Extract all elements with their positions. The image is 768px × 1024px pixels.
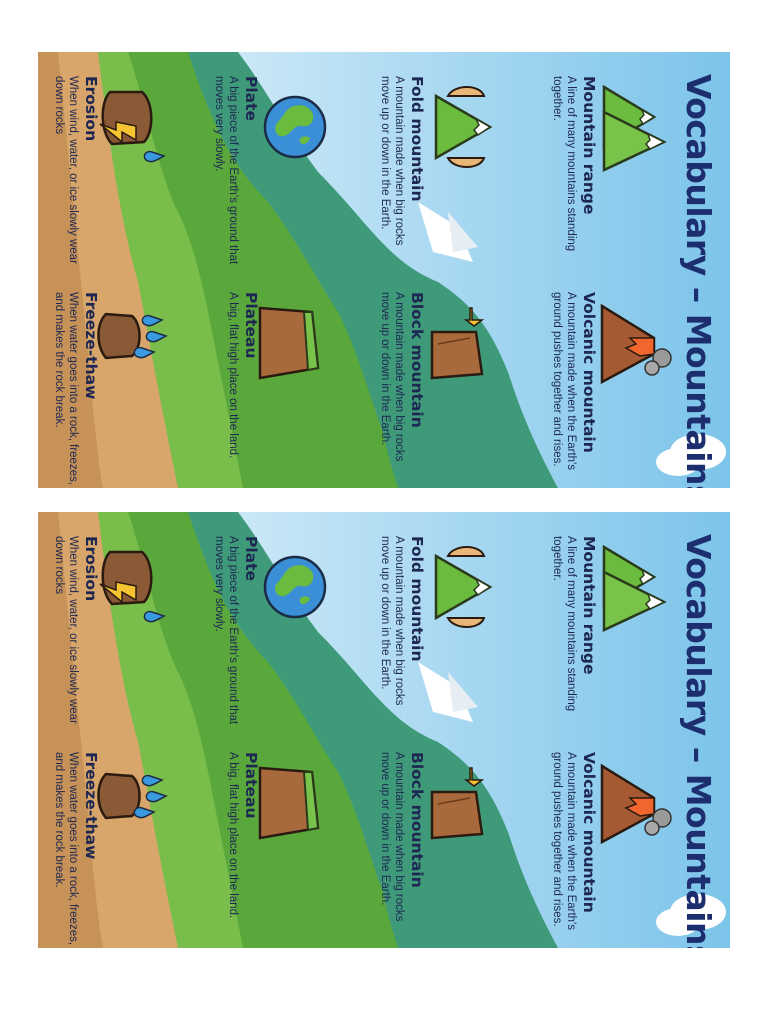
- term-label: Volcanic mountain: [580, 292, 598, 453]
- term-block-mountain: Block mountain A mountain made when big …: [378, 752, 426, 948]
- vocabulary-card-bottom: Vocabulary – Mountains Mountain range A …: [38, 512, 730, 948]
- term-label: Block mountain: [408, 292, 426, 428]
- term-label: Plateau: [242, 752, 260, 819]
- term-description: A big, flat high place on the land.: [227, 292, 239, 459]
- page-title: Vocabulary – Mountains: [679, 74, 718, 488]
- term-fold-mountain: Fold mountain A mountain made when big r…: [378, 536, 426, 736]
- term-description: When water goes into a rock, freezes, an…: [53, 292, 79, 486]
- term-freeze-thaw: Freeze-thaw When water goes into a rock,…: [52, 292, 100, 488]
- term-label: Plate: [242, 536, 260, 582]
- term-volcanic-mountain: Volcanic mountain A mountain made when t…: [550, 292, 598, 488]
- term-plate: Plate A big piece of the Earth's ground …: [212, 536, 260, 736]
- term-description: A mountain made when the Earth's ground …: [551, 292, 577, 470]
- term-plateau: Plateau A big, flat high place on the la…: [226, 292, 260, 488]
- term-label: Mountain range: [580, 76, 598, 215]
- block-mountain-icon: [430, 307, 485, 380]
- term-description: A mountain made when big rocks move up o…: [379, 536, 405, 706]
- term-plateau: Plateau A big, flat high place on the la…: [226, 752, 260, 948]
- term-label: Erosion: [82, 76, 100, 142]
- globe-icon: [263, 95, 327, 159]
- term-description: A big, flat high place on the land.: [227, 752, 239, 919]
- term-label: Erosion: [82, 536, 100, 602]
- term-volcanic-mountain: Volcanic mountain A mountain made when t…: [550, 752, 598, 948]
- term-label: Freeze-thaw: [82, 292, 100, 400]
- term-description: A big piece of the Earth's ground that m…: [213, 76, 239, 265]
- term-mountain-range: Mountain range A line of many mountains …: [550, 536, 598, 736]
- term-block-mountain: Block mountain A mountain made when big …: [378, 292, 426, 488]
- term-description: When water goes into a rock, freezes, an…: [53, 752, 79, 946]
- term-label: Freeze-thaw: [82, 752, 100, 860]
- term-description: A line of many mountains standing togeth…: [551, 536, 577, 712]
- term-label: Volcanic mountain: [580, 752, 598, 913]
- term-freeze-thaw: Freeze-thaw When water goes into a rock,…: [52, 752, 100, 948]
- term-description: A mountain made when big rocks move up o…: [379, 76, 405, 246]
- erosion-icon: [99, 90, 166, 163]
- mountain-range-icon: [602, 544, 667, 632]
- term-description: When wind, water, or ice slowly wear dow…: [53, 76, 79, 264]
- term-description: A big piece of the Earth's ground that m…: [213, 536, 239, 725]
- term-erosion: Erosion When wind, water, or ice slowly …: [52, 536, 100, 736]
- term-description: A mountain made when the Earth's ground …: [551, 752, 577, 930]
- term-fold-mountain: Fold mountain A mountain made when big r…: [378, 76, 426, 276]
- term-label: Plate: [242, 76, 260, 122]
- page-title: Vocabulary – Mountains: [679, 534, 718, 948]
- block-mountain-icon: [430, 767, 485, 840]
- landscape-background: [38, 512, 730, 948]
- term-description: A mountain made when big rocks move up o…: [379, 752, 405, 922]
- volcano-icon: [600, 303, 672, 385]
- erosion-icon: [99, 550, 166, 623]
- globe-icon: [263, 555, 327, 619]
- term-erosion: Erosion When wind, water, or ice slowly …: [52, 76, 100, 276]
- plateau-icon: [258, 306, 320, 380]
- term-description: A mountain made when big rocks move up o…: [379, 292, 405, 462]
- term-mountain-range: Mountain range A line of many mountains …: [550, 76, 598, 276]
- volcano-icon: [600, 763, 672, 845]
- vocabulary-card-top: Vocabulary – Mountains Mountain range A …: [38, 52, 730, 488]
- term-description: A line of many mountains standing togeth…: [551, 76, 577, 252]
- freeze-thaw-icon: [97, 312, 168, 360]
- freeze-thaw-icon: [97, 772, 168, 820]
- term-label: Block mountain: [408, 752, 426, 888]
- term-description: When wind, water, or ice slowly wear dow…: [53, 536, 79, 724]
- term-plate: Plate A big piece of the Earth's ground …: [212, 76, 260, 276]
- fold-mountain-icon: [434, 546, 493, 628]
- card-content: Vocabulary – Mountains Mountain range A …: [38, 52, 730, 488]
- plateau-icon: [258, 766, 320, 840]
- fold-mountain-icon: [434, 86, 493, 168]
- term-label: Mountain range: [580, 536, 598, 675]
- term-label: Fold mountain: [408, 536, 426, 662]
- card-content: Vocabulary – Mountains Mountain range A …: [38, 512, 730, 948]
- term-label: Fold mountain: [408, 76, 426, 202]
- term-label: Plateau: [242, 292, 260, 359]
- mountain-range-icon: [602, 84, 667, 172]
